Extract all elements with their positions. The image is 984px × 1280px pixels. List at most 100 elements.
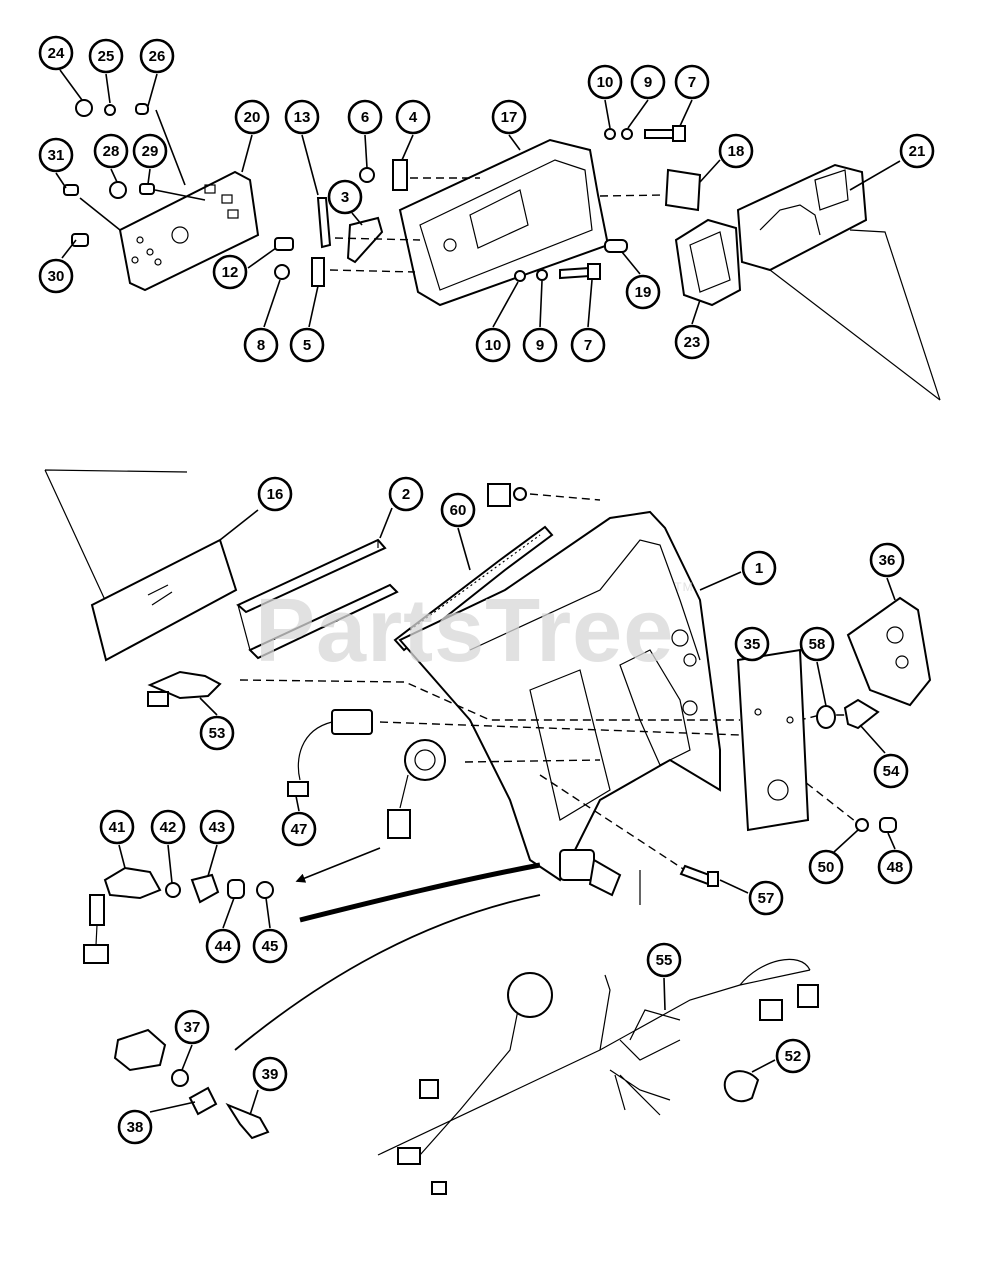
callout-circle (38, 35, 74, 71)
callout-circle (395, 99, 431, 135)
callout-29[interactable]: 29 (132, 133, 168, 169)
callout-35[interactable]: 35 (734, 626, 770, 662)
callout-number: 8 (257, 337, 265, 354)
callout-number: 48 (887, 859, 904, 876)
callout-23[interactable]: 23 (674, 324, 710, 360)
callout-37[interactable]: 37 (174, 1009, 210, 1045)
callout-17[interactable]: 17 (491, 99, 527, 135)
callout-number: 58 (809, 636, 826, 653)
callout-circle (289, 327, 325, 363)
callout-3[interactable]: 3 (327, 179, 363, 215)
callout-24[interactable]: 24 (38, 35, 74, 71)
callout-number: 7 (688, 74, 696, 91)
callout-number: 28 (103, 143, 120, 160)
callout-circle (38, 137, 74, 173)
callout-number: 18 (728, 143, 745, 160)
callout-number: 45 (262, 938, 279, 955)
callout-2[interactable]: 2 (388, 476, 424, 512)
callout-54[interactable]: 54 (873, 753, 909, 789)
callout-number: 30 (48, 268, 65, 285)
callout-circle (88, 38, 124, 74)
callout-circle (799, 626, 835, 662)
callout-circle (212, 254, 248, 290)
callout-28[interactable]: 28 (93, 133, 129, 169)
callout-circle (284, 99, 320, 135)
callout-number: 4 (409, 109, 418, 126)
callout-number: 52 (785, 1048, 802, 1065)
callout-45[interactable]: 45 (252, 928, 288, 964)
callout-19[interactable]: 19 (625, 274, 661, 310)
callout-12[interactable]: 12 (212, 254, 248, 290)
callout-5[interactable]: 5 (289, 327, 325, 363)
callout-20[interactable]: 20 (234, 99, 270, 135)
callout-number: 3 (341, 189, 349, 206)
watermark-mark: TM (674, 580, 694, 594)
callout-circle (139, 38, 175, 74)
callout-16[interactable]: 16 (257, 476, 293, 512)
callout-9[interactable]: 9 (522, 327, 558, 363)
callout-number: 44 (215, 938, 232, 955)
callout-number: 10 (597, 74, 614, 91)
callout-25[interactable]: 25 (88, 38, 124, 74)
callout-47[interactable]: 47 (281, 811, 317, 847)
callout-circle (132, 133, 168, 169)
callout-number: 43 (209, 819, 226, 836)
callout-41[interactable]: 41 (99, 809, 135, 845)
callout-10[interactable]: 10 (475, 327, 511, 363)
callout-4[interactable]: 4 (395, 99, 431, 135)
callout-26[interactable]: 26 (139, 38, 175, 74)
callout-number: 31 (48, 147, 65, 164)
callout-7[interactable]: 7 (674, 64, 710, 100)
callout-circle (869, 542, 905, 578)
callout-1[interactable]: 1 (741, 550, 777, 586)
callout-9[interactable]: 9 (630, 64, 666, 100)
callout-52[interactable]: 52 (775, 1038, 811, 1074)
callout-number: 38 (127, 1119, 144, 1136)
callout-31[interactable]: 31 (38, 137, 74, 173)
callout-21[interactable]: 21 (899, 133, 935, 169)
callout-10[interactable]: 10 (587, 64, 623, 100)
callout-circle (475, 327, 511, 363)
callout-circle (252, 1056, 288, 1092)
callout-6[interactable]: 6 (347, 99, 383, 135)
callout-13[interactable]: 13 (284, 99, 320, 135)
callout-circle (347, 99, 383, 135)
callout-38[interactable]: 38 (117, 1109, 153, 1145)
callout-50[interactable]: 50 (808, 849, 844, 885)
callout-30[interactable]: 30 (38, 258, 74, 294)
callout-57[interactable]: 57 (748, 880, 784, 916)
callout-circle (775, 1038, 811, 1074)
callout-18[interactable]: 18 (718, 133, 754, 169)
callout-circle (808, 849, 844, 885)
callout-44[interactable]: 44 (205, 928, 241, 964)
callout-circle (281, 811, 317, 847)
callout-circle (205, 928, 241, 964)
callout-39[interactable]: 39 (252, 1056, 288, 1092)
callout-42[interactable]: 42 (150, 809, 186, 845)
callout-number: 35 (744, 636, 761, 653)
callout-circle (748, 880, 784, 916)
callout-number: 36 (879, 552, 896, 569)
callout-circle (199, 715, 235, 751)
callout-58[interactable]: 58 (799, 626, 835, 662)
callout-circle (257, 476, 293, 512)
callout-number: 25 (98, 48, 115, 65)
callout-55[interactable]: 55 (646, 942, 682, 978)
callout-number: 21 (909, 143, 926, 160)
callout-circle (234, 99, 270, 135)
callout-7[interactable]: 7 (570, 327, 606, 363)
callout-36[interactable]: 36 (869, 542, 905, 578)
callout-number: 57 (758, 890, 775, 907)
callout-number: 60 (450, 502, 467, 519)
callout-number: 37 (184, 1019, 201, 1036)
callout-60[interactable]: 60 (440, 492, 476, 528)
callout-8[interactable]: 8 (243, 327, 279, 363)
callout-number: 23 (684, 334, 701, 351)
callout-circle (388, 476, 424, 512)
callout-48[interactable]: 48 (877, 849, 913, 885)
callout-circle (327, 179, 363, 215)
callout-43[interactable]: 43 (199, 809, 235, 845)
callout-circle (93, 133, 129, 169)
callout-53[interactable]: 53 (199, 715, 235, 751)
callout-number: 7 (584, 337, 592, 354)
